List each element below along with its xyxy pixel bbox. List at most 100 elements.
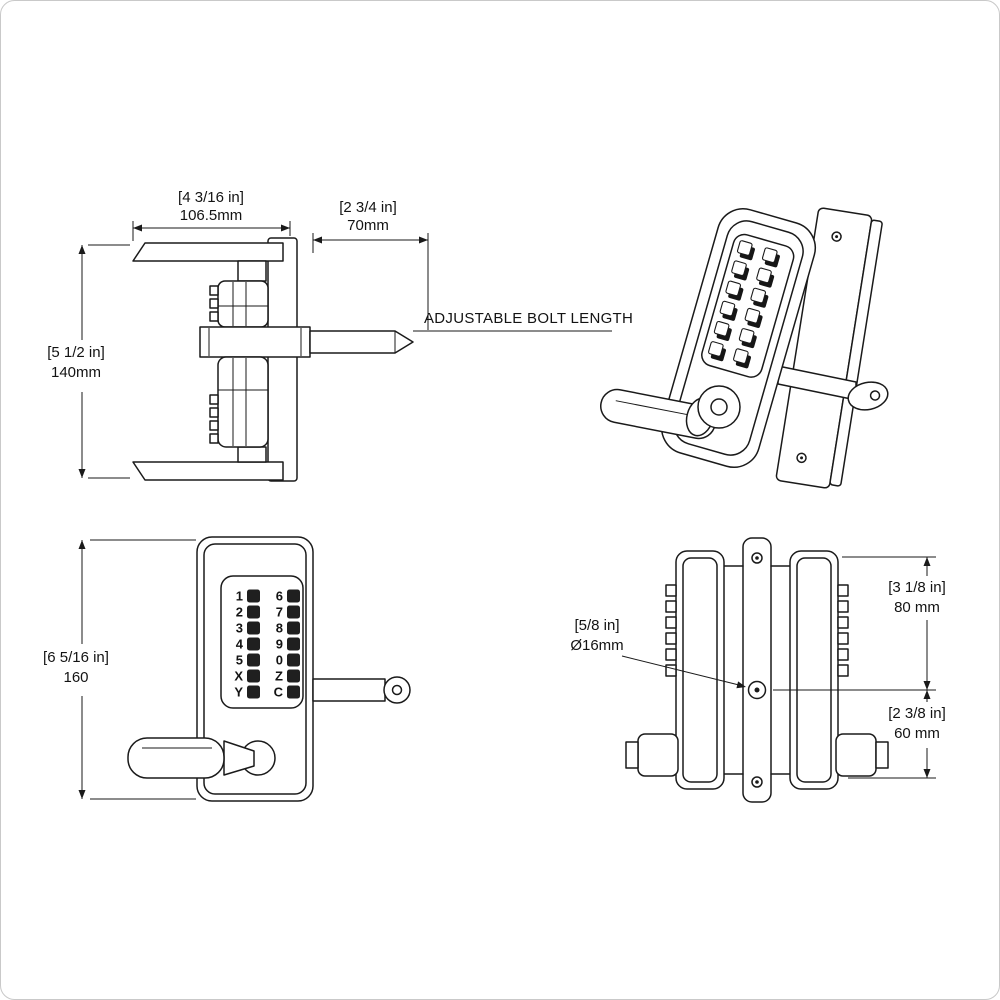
spindle-hole-center	[754, 687, 760, 693]
keypad-button-profile	[665, 648, 677, 661]
keypad-digit: Z	[275, 669, 283, 684]
screw-center	[835, 235, 839, 239]
keypad-button	[287, 669, 300, 683]
knurl-bump	[209, 298, 219, 309]
knurl-bump	[209, 407, 219, 418]
keypad-digit: 1	[236, 589, 243, 604]
keypad-button-profile	[837, 616, 849, 629]
keypad-digit: 7	[276, 605, 283, 620]
leader-line	[621, 655, 740, 686]
inside-lever	[132, 461, 284, 481]
spindle-disc-hole	[391, 684, 403, 696]
knurl-bump	[209, 285, 219, 296]
front-keypad: 1 6 2 7 3 8 4 9 5 0 X	[234, 589, 300, 700]
arrowhead	[923, 681, 931, 690]
arrowhead	[78, 540, 86, 549]
screw-icon	[831, 231, 842, 242]
bolt-annotation: ADJUSTABLE BOLT LENGTH	[413, 310, 633, 332]
arrowhead	[281, 224, 290, 232]
dim-height-mm: 160	[63, 669, 88, 686]
keypad-button	[708, 341, 724, 357]
dim-lever-mm: 106.5mm	[180, 207, 243, 224]
dim-depth-inch: [5 1/2 in]	[47, 344, 105, 361]
view-top-section: [4 3/16 in] 106.5mm [2 3/4 in] 70mm [5 1…	[47, 189, 633, 482]
knurl-bump	[209, 311, 219, 322]
keypad-button-profile	[837, 600, 849, 613]
center-spine-plate	[742, 537, 772, 803]
mounting-plate-side	[829, 219, 883, 487]
dim-lever-length: [4 3/16 in] 106.5mm	[132, 189, 291, 241]
dim-upper-inch: [3 1/8 in]	[888, 579, 946, 596]
rear-housing-inner	[796, 557, 832, 783]
dim-profile-upper: [3 1/8 in] 80 mm	[773, 556, 946, 691]
keypad-button	[731, 260, 747, 277]
keypad-button	[287, 653, 300, 667]
keypad-button	[750, 287, 767, 304]
dim-lever-inch: [4 3/16 in]	[178, 189, 244, 206]
keypad-digit: 9	[276, 637, 283, 652]
keypad-button	[761, 247, 778, 263]
dim-height-inch: [6 5/16 in]	[43, 649, 109, 666]
keypad-digit: 3	[236, 621, 243, 636]
keypad-digit: 2	[236, 605, 243, 620]
end-plate	[847, 381, 889, 411]
keypad-digit: 0	[276, 653, 283, 668]
iso-end-plate	[847, 381, 889, 411]
keypad-button	[744, 307, 761, 324]
keypad-digit: X	[234, 669, 243, 684]
view-isometric	[600, 207, 889, 489]
keypad-button	[733, 348, 749, 364]
keypad-button-profile	[837, 584, 849, 597]
keypad-digit: Y	[234, 685, 243, 700]
keypad-button	[247, 621, 260, 635]
keypad-button-profile	[837, 664, 849, 677]
lever-neck-outside	[237, 260, 267, 282]
keypad-button	[736, 240, 753, 256]
spindle-disc	[383, 676, 411, 704]
dim-lower-inch: [2 3/8 in]	[888, 705, 946, 722]
arrowhead	[923, 690, 931, 699]
arrowhead	[78, 469, 86, 478]
knurl-bump	[209, 433, 219, 444]
view-front: 1 6 2 7 3 8 4 9 5 0 X	[43, 536, 411, 802]
spindle-shaft	[312, 678, 386, 702]
end-plate-hole	[869, 390, 881, 401]
keypad-button-profile	[665, 584, 677, 597]
lever-base-right-step	[875, 741, 889, 769]
front-body-face	[203, 543, 307, 795]
front-keypad-bezel	[220, 575, 304, 709]
knurl-bump	[209, 394, 219, 405]
lever-base-left-step	[625, 741, 639, 769]
keypad-digit: 4	[236, 637, 244, 652]
profile-parts	[625, 537, 889, 803]
keypad-button-profile	[837, 632, 849, 645]
keypad-digit: 6	[276, 589, 283, 604]
arrowhead	[78, 790, 86, 799]
keypad-digit: 5	[236, 653, 243, 668]
lever-handle	[127, 737, 225, 779]
dim-bolt-mm: 70mm	[347, 217, 389, 234]
keypad-button-profile	[837, 648, 849, 661]
keypad-digit: 8	[276, 621, 283, 636]
front-body-outline	[196, 536, 314, 802]
screw-center	[755, 780, 759, 784]
keypad-button	[247, 589, 260, 603]
front-parts: 1 6 2 7 3 8 4 9 5 0 X	[127, 536, 411, 802]
dim-hole-callout: [5/8 in] Ø16mm	[570, 617, 746, 689]
keypad-button	[247, 637, 260, 651]
lever-neck-inside	[237, 446, 267, 463]
dim-front-height: [6 5/16 in] 160	[43, 539, 196, 800]
lever-base-right	[835, 733, 877, 777]
keypad-button-profile	[665, 664, 677, 677]
outside-lever	[132, 242, 284, 262]
arrowhead	[313, 236, 322, 244]
keypad-button	[287, 685, 300, 699]
keypad-button	[713, 320, 730, 337]
outside-housing-edge	[217, 280, 269, 328]
keypad-button	[719, 300, 736, 317]
dim-bolt-length: [2 3/4 in] 70mm	[312, 199, 429, 330]
lever-hub-inner	[710, 398, 728, 416]
dim-hole-mm: Ø16mm	[570, 637, 623, 654]
